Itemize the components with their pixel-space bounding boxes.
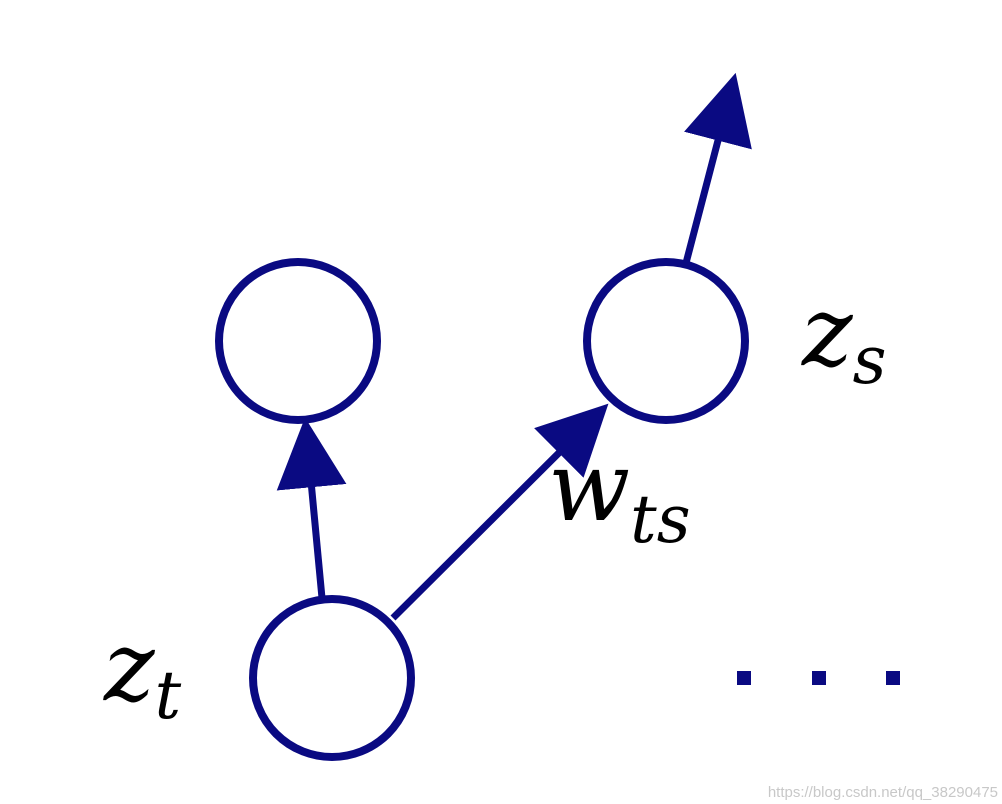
node-zs (583, 258, 749, 424)
edge-zs-outgoing (682, 72, 752, 264)
node-top-left (215, 258, 381, 424)
label-zt: zt (103, 611, 182, 734)
edge-zt-to-top-left (276, 417, 347, 599)
ellipsis-dot (886, 671, 900, 685)
edge-zt-to-zs (390, 403, 609, 621)
node-zt (249, 595, 415, 761)
ellipsis-dot (737, 671, 751, 685)
ellipsis-dots (737, 671, 900, 685)
label-zs: zs (801, 276, 886, 399)
watermark: https://blog.csdn.net/qq_38290475 (768, 784, 998, 801)
label-wts: wts (548, 431, 691, 558)
ellipsis-dot (812, 671, 826, 685)
